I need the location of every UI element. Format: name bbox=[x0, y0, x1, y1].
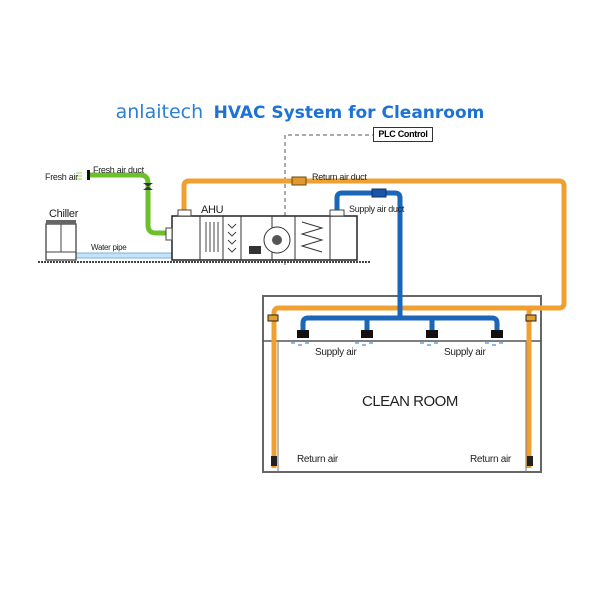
supply-air-duct-label: Supply air duct bbox=[349, 204, 405, 214]
return-damper-icon bbox=[291, 176, 307, 186]
diffuser-icons bbox=[297, 330, 503, 338]
fresh-air-label: Fresh air bbox=[45, 172, 78, 182]
return-damper-right-icon bbox=[525, 314, 537, 322]
supply-air-duct bbox=[291, 188, 503, 346]
fresh-air-duct-label: Fresh air duct bbox=[93, 165, 144, 175]
heat-exchanger-icon bbox=[300, 221, 324, 253]
brand-name: anlaitech bbox=[115, 101, 204, 123]
chiller-icon bbox=[45, 220, 77, 261]
supply-air-label-right: Supply air bbox=[444, 347, 486, 358]
motor-icon bbox=[249, 246, 261, 254]
supply-damper-icon bbox=[371, 188, 387, 198]
return-air-label-right: Return air bbox=[470, 454, 511, 465]
return-grille-right-icon bbox=[527, 456, 533, 466]
filter-icon bbox=[205, 222, 219, 252]
supply-air-label-left: Supply air bbox=[315, 347, 357, 358]
headline: HVAC System for Cleanroom bbox=[213, 103, 485, 123]
supply-air-flow-icons bbox=[291, 342, 503, 346]
ahu-label: AHU bbox=[201, 204, 224, 216]
return-grille-left-icon bbox=[271, 456, 277, 466]
fresh-air-duct bbox=[76, 170, 168, 236]
plc-control-box: PLC Control bbox=[373, 127, 433, 142]
fresh-air-inlet-icon bbox=[87, 170, 90, 180]
return-air-label-left: Return air bbox=[297, 454, 338, 465]
water-pipe bbox=[71, 252, 175, 259]
ahu-unit bbox=[165, 209, 358, 261]
chiller-label: Chiller bbox=[49, 208, 79, 220]
clean-room-label: CLEAN ROOM bbox=[362, 393, 458, 410]
water-pipe-label: Water pipe bbox=[91, 243, 127, 252]
return-air-duct bbox=[181, 176, 567, 468]
coil-icon bbox=[227, 223, 237, 253]
return-air-duct-label: Return air duct bbox=[312, 172, 367, 182]
fresh-air-damper-icon bbox=[143, 183, 153, 190]
return-damper-left-icon bbox=[267, 314, 279, 322]
diagram-title: anlaitech HVAC System for Cleanroom bbox=[0, 101, 600, 123]
